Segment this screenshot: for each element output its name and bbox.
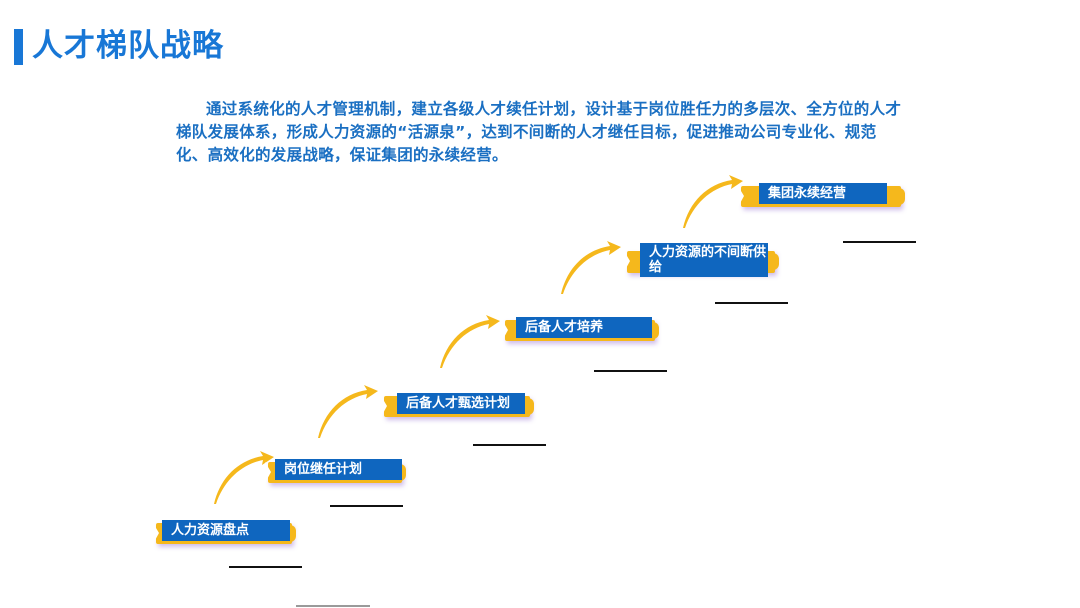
title-accent-bar — [14, 29, 23, 65]
curved-arrow-icon — [214, 451, 274, 504]
step-6: 集团永续经营 — [738, 183, 906, 209]
bottom-underline — [296, 605, 370, 607]
step-5: 人力资源的不间断供给 — [624, 243, 782, 283]
curved-arrow-icon — [318, 385, 378, 438]
intro-paragraph: 通过系统化的人才管理机制，建立各级人才续任计划，设计基于岗位胜任力的多层次、全方… — [176, 100, 902, 164]
step-label: 岗位继任计划 — [275, 459, 402, 480]
step-underline — [330, 505, 403, 507]
step-underline — [229, 566, 302, 568]
step-label: 后备人才甄选计划 — [397, 393, 525, 414]
page-title: 人才梯队战略 — [32, 28, 224, 64]
step-4: 后备人才培养 — [502, 317, 660, 343]
step-underline — [843, 241, 916, 243]
step-underline — [594, 370, 667, 372]
curved-arrow-icon — [440, 315, 500, 368]
curved-arrow-icon — [683, 175, 743, 228]
curved-arrow-icon — [561, 241, 621, 294]
step-label: 人力资源盘点 — [162, 520, 290, 541]
step-label: 人力资源的不间断供给 — [640, 243, 768, 277]
step-2: 岗位继任计划 — [265, 459, 408, 485]
step-3: 后备人才甄选计划 — [381, 393, 534, 419]
step-underline — [473, 444, 546, 446]
step-underline — [715, 302, 788, 304]
step-1: 人力资源盘点 — [153, 520, 296, 546]
step-label: 集团永续经营 — [759, 183, 887, 204]
step-label: 后备人才培养 — [516, 317, 652, 338]
